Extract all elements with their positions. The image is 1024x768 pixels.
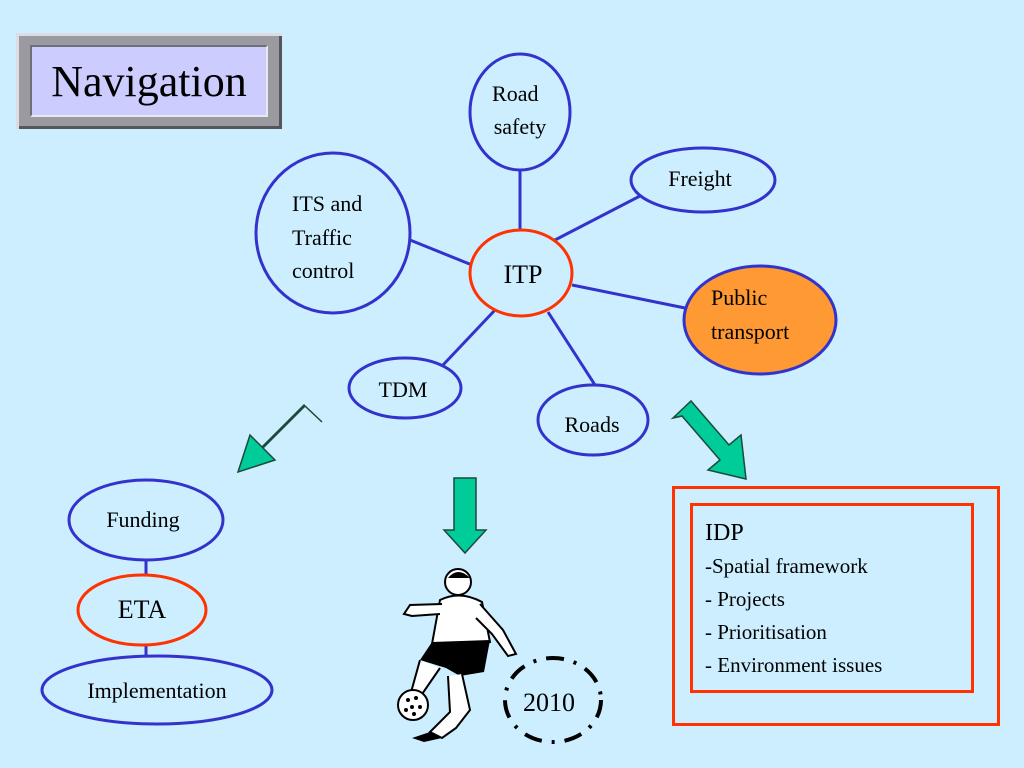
label-itp: ITP [504,260,543,289]
label-its-line1: ITS and [292,191,362,216]
idp-item: - Environment issues [705,653,883,677]
label-road-safety: Road safety [492,81,546,139]
connector-freight [554,194,641,242]
idp-item: - Prioritisation [705,620,827,644]
label-its-line2: Traffic [292,225,352,250]
year-circle [503,656,603,744]
arrow-down-right-icon [670,399,747,480]
idp-box: IDP -Spatial framework - Projects - Prio… [690,503,974,693]
connector-its [409,238,473,267]
label-public-transport-line2: transport [711,319,789,344]
idp-outer-frame [672,486,1000,726]
connector-tdm [441,308,497,367]
node-funding [67,478,225,562]
label-eta: ETA [118,595,167,624]
title-box: Navigation [16,33,282,129]
arrow-down-icon [442,477,488,555]
node-public-transport [682,264,838,376]
label-freight: Freight [668,166,732,191]
idp-item: - Projects [705,587,785,611]
node-road-safety [468,52,572,172]
footballer-icon [397,568,518,742]
node-itp [468,228,574,318]
label-funding: Funding [106,507,179,532]
label-tdm: TDM [379,377,428,402]
connector-roads [546,311,597,386]
connector-public-transport [571,283,686,310]
label-roads: Roads [565,412,620,437]
label-its: ITS and Traffic control [292,191,368,283]
label-implementation: Implementation [87,678,226,703]
label-public-transport-line1: Public [711,285,767,310]
node-its [254,151,412,315]
label-its-line3: control [292,258,354,283]
arrow-down-left-icon [236,403,323,474]
label-road-safety-line2: safety [494,114,547,139]
label-public-transport: Public transport [711,285,789,344]
label-road-safety-line1: Road [492,81,538,106]
node-tdm [347,356,463,420]
idp-title: IDP [705,520,744,546]
node-roads [536,383,650,457]
page-title: Navigation [30,45,268,117]
idp-item: -Spatial framework [705,554,868,578]
label-year: 2010 [523,688,575,717]
node-freight [629,146,777,214]
node-implementation [40,654,274,726]
node-eta [76,573,208,647]
